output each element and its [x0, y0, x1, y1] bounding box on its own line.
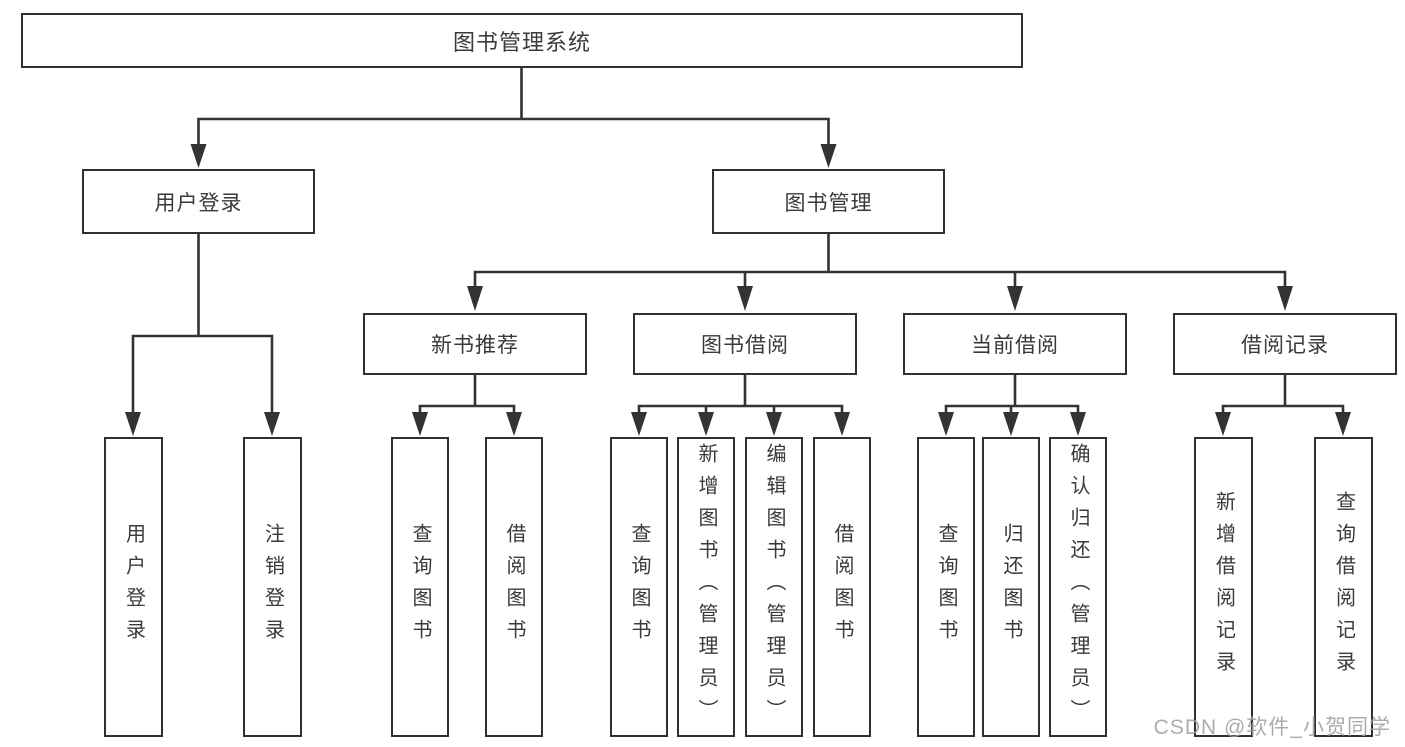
csdn-watermark: CSDN @软件_小贺同学 [1153, 716, 1391, 739]
leaf-query-borrow-record-label: 查询借阅记录 [1332, 491, 1355, 683]
leaf-add-books-admin: 新增图书（管理员） [677, 437, 735, 737]
node-new-book-recommend: 新书推荐 [363, 313, 587, 375]
leaf-return-books: 归还图书 [982, 437, 1040, 737]
connector-new-book-recommend [418, 374, 516, 414]
leaf-confirm-return-admin-label: 确认归还（管理员） [1067, 443, 1089, 731]
leaf-query-books-borrow: 查询图书 [610, 437, 668, 737]
leaf-user-login-label: 用户登录 [122, 523, 145, 651]
leaf-query-borrow-record: 查询借阅记录 [1314, 437, 1373, 737]
leaf-borrow-books-recommend-label: 借阅图书 [503, 523, 525, 651]
node-library-system: 图书管理系统 [21, 13, 1023, 68]
leaf-add-borrow-record: 新增借阅记录 [1194, 437, 1253, 737]
node-borrowing-records: 借阅记录 [1173, 313, 1397, 375]
leaf-query-books-current: 查询图书 [917, 437, 975, 737]
connector-root [197, 66, 830, 146]
leaf-query-books-current-label: 查询图书 [935, 523, 957, 651]
leaf-borrow-books: 借阅图书 [813, 437, 871, 737]
leaf-logout: 注销登录 [243, 437, 302, 737]
leaf-query-books-recommend-label: 查询图书 [409, 523, 431, 651]
leaf-query-books-borrow-label: 查询图书 [628, 523, 650, 651]
leaf-logout-label: 注销登录 [261, 523, 284, 651]
node-borrowing-records-label: 借阅记录 [1241, 334, 1329, 357]
node-user-login-label: 用户登录 [154, 191, 243, 215]
node-current-borrowing-label: 当前借阅 [971, 334, 1059, 357]
leaf-edit-books-admin-label: 编辑图书（管理员） [763, 443, 785, 731]
connector-user-login [131, 233, 274, 414]
leaf-add-books-admin-label: 新增图书（管理员） [695, 443, 717, 731]
connector-book-borrowing [637, 374, 844, 414]
leaf-add-borrow-record-label: 新增借阅记录 [1212, 491, 1235, 683]
leaf-edit-books-admin: 编辑图书（管理员） [745, 437, 803, 737]
leaf-confirm-return-admin: 确认归还（管理员） [1049, 437, 1107, 737]
leaf-query-books-recommend: 查询图书 [391, 437, 449, 737]
leaf-user-login: 用户登录 [104, 437, 163, 737]
connector-current-borrowing [944, 374, 1080, 414]
leaf-borrow-books-label: 借阅图书 [831, 523, 853, 651]
connector-book-management [473, 233, 1287, 288]
connector-borrowing-records [1221, 374, 1345, 414]
node-user-login: 用户登录 [82, 169, 315, 234]
node-book-management-label: 图书管理 [784, 191, 873, 215]
node-current-borrowing: 当前借阅 [903, 313, 1127, 375]
arrowheads [125, 144, 1351, 436]
node-book-borrowing: 图书借阅 [633, 313, 857, 375]
node-new-book-recommend-label: 新书推荐 [431, 334, 519, 357]
leaf-return-books-label: 归还图书 [1000, 523, 1022, 651]
leaf-borrow-books-recommend: 借阅图书 [485, 437, 543, 737]
node-library-system-label: 图书管理系统 [452, 29, 591, 55]
node-book-management: 图书管理 [712, 169, 945, 234]
node-book-borrowing-label: 图书借阅 [701, 334, 789, 357]
